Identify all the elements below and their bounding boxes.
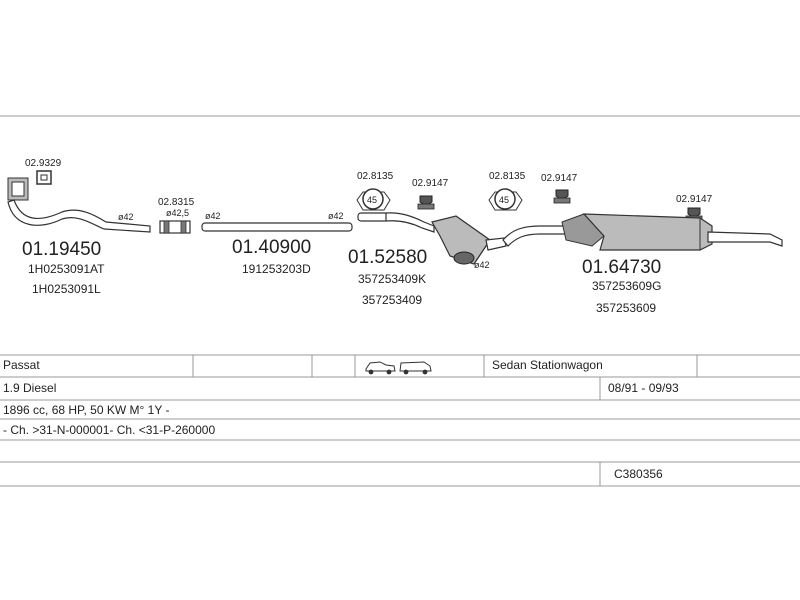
- cell-engine: 1.9 Diesel: [3, 381, 56, 395]
- front-pipe-shape: [7, 199, 151, 233]
- part-front-pipe[interactable]: 02.9329 ø42 01.19450 1H0253091AT 1H02530…: [7, 158, 151, 296]
- accessory-label-clip: 02.9147: [412, 178, 449, 189]
- part-rear-silencer[interactable]: 02.8135 45 02.9147 02.9147 01.64730 3572…: [488, 171, 783, 315]
- accessory-label-clamp: 02.8135: [489, 171, 526, 182]
- svg-text:45: 45: [367, 195, 377, 205]
- part-number: 01.19450: [22, 239, 101, 260]
- clip-icon: [417, 195, 435, 210]
- cell-date-range: 08/91 - 09/93: [608, 381, 679, 395]
- accessory-label-02.9329: 02.9329: [25, 158, 62, 169]
- inlet-pipe: [357, 212, 389, 222]
- stationwagon-icon: [399, 361, 432, 372]
- diameter-label: ø42: [118, 212, 134, 222]
- accessory-label-clip: 02.9147: [541, 173, 578, 184]
- cell-body-types: Sedan Stationwagon: [492, 358, 603, 372]
- cell-engine-specs: 1896 cc, 68 HP, 50 KW M° 1Y -: [3, 403, 169, 417]
- clamp-icon: 45: [356, 188, 391, 211]
- application-table: Passat Sedan Stationwagon 1.9 Diesel 08/…: [0, 354, 800, 487]
- accessory-label-02.8315: 02.8315: [158, 197, 195, 208]
- flange-icon: [7, 177, 29, 201]
- tail-pipe: [707, 231, 783, 247]
- diameter-label-right: ø42: [328, 211, 344, 221]
- svg-text:45: 45: [499, 195, 509, 205]
- clip-icon: [553, 189, 571, 204]
- diameter-label: ø42: [474, 260, 490, 270]
- oem-ref: 1H0253091AT: [28, 262, 105, 276]
- diameter-label: ø42,5: [166, 208, 189, 218]
- oem-ref: 1H0253091L: [32, 282, 101, 296]
- clamp-icon: 45: [488, 188, 523, 211]
- part-intermediate-pipe[interactable]: ø42 ø42 01.40900 191253203D: [201, 211, 353, 276]
- part-middle-silencer[interactable]: 02.8135 45 02.9147 ø42 01.52580 35725340…: [348, 171, 507, 307]
- accessory-label-clip: 02.9147: [676, 194, 713, 205]
- oem-ref: 357253609: [596, 301, 656, 315]
- sedan-icon: [365, 361, 396, 372]
- oem-ref: 357253609G: [592, 279, 661, 293]
- oem-ref: 357253409: [362, 293, 422, 307]
- accessory-label-clamp: 02.8135: [357, 171, 394, 182]
- pipe-shape: [201, 222, 353, 232]
- oem-ref: 191253203D: [242, 262, 311, 276]
- silencer-box: [582, 213, 713, 251]
- inlet-pipe: [502, 225, 567, 247]
- part-number: 01.64730: [582, 257, 661, 278]
- diameter-label-left: ø42: [205, 211, 221, 221]
- cell-kit-code: C380356: [614, 467, 663, 481]
- part-connector-sleeve[interactable]: 02.8315 ø42,5: [158, 197, 195, 234]
- cell-chassis-range: - Ch. >31-N-000001- Ch. <31-P-260000: [3, 423, 215, 437]
- part-number: 01.52580: [348, 247, 427, 268]
- cell-model: Passat: [3, 358, 40, 372]
- part-number: 01.40900: [232, 237, 311, 258]
- car-icons: [365, 361, 432, 375]
- oem-ref: 357253409K: [358, 272, 426, 286]
